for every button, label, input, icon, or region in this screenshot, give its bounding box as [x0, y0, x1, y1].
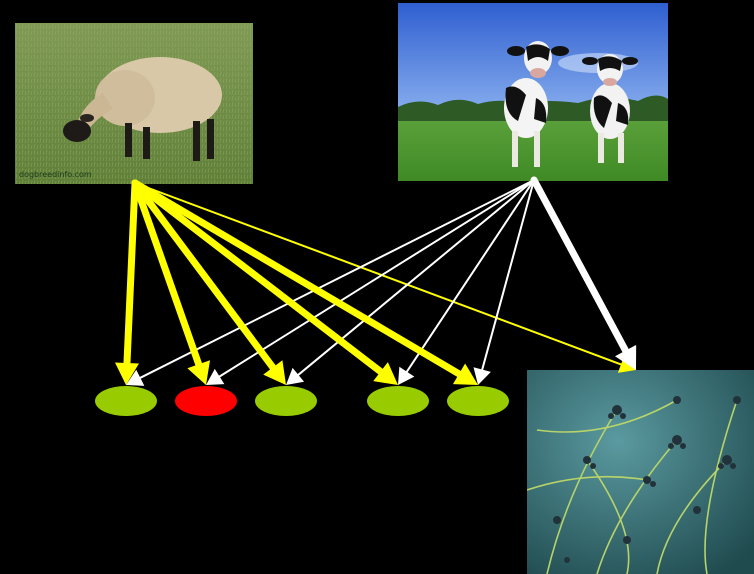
interaction-arrow-9	[398, 180, 534, 385]
node-4-green	[367, 386, 429, 416]
node-2-red	[175, 386, 237, 416]
node-3-green	[255, 386, 317, 416]
interaction-arrow-0	[115, 183, 139, 385]
interaction-arrow-7	[206, 180, 534, 385]
node-5-green	[447, 386, 509, 416]
interaction-arrow-11	[534, 180, 636, 370]
node-1-green	[95, 386, 157, 416]
interaction-arrow-10	[474, 180, 534, 385]
interaction-arrow-8	[286, 180, 534, 385]
